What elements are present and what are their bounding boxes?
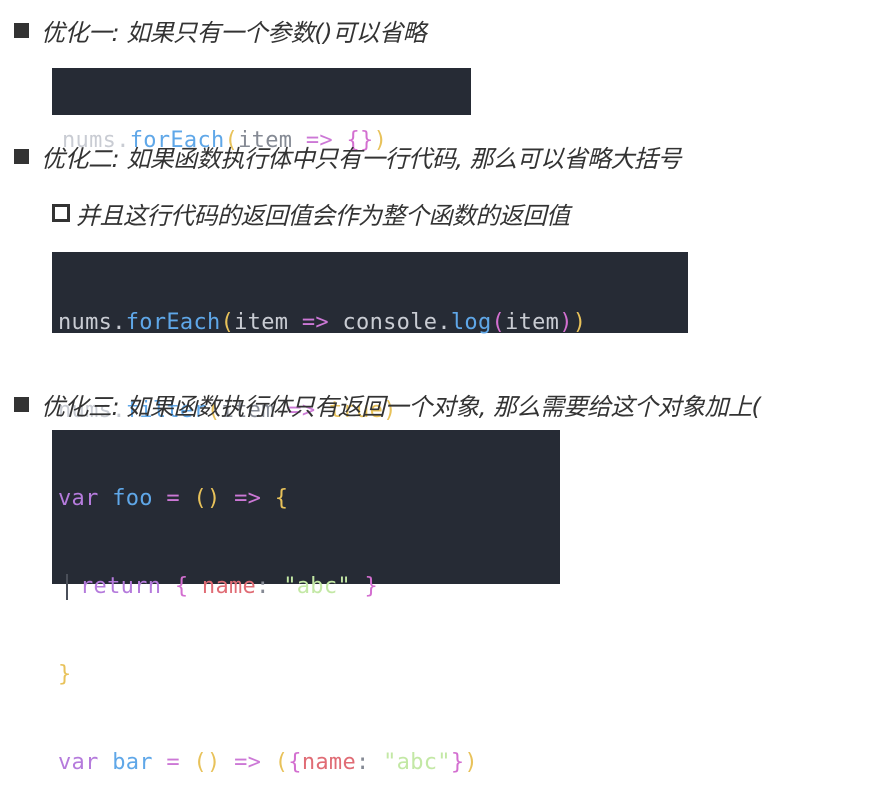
code-token: ( bbox=[220, 310, 235, 335]
code-line: return { name: "abc" } bbox=[58, 568, 560, 606]
code-token: ( bbox=[207, 398, 221, 423]
code-token bbox=[261, 480, 275, 518]
code-token: } bbox=[58, 662, 72, 687]
code-token bbox=[180, 480, 194, 518]
code-token: forEach bbox=[125, 310, 221, 335]
code-token bbox=[370, 744, 384, 782]
code-token: ) bbox=[559, 310, 573, 335]
code-token: } bbox=[364, 574, 379, 599]
code-token: item bbox=[220, 398, 275, 423]
code-token bbox=[221, 744, 235, 782]
code-token: = bbox=[166, 486, 180, 511]
code-token: nums bbox=[58, 398, 113, 423]
code-token: "abc" bbox=[283, 574, 351, 599]
code-token: { bbox=[174, 574, 189, 599]
code-token: item bbox=[234, 310, 289, 335]
code-token: item bbox=[505, 310, 560, 335]
code-token bbox=[188, 568, 202, 606]
code-line: nums.filter(item => true) bbox=[58, 392, 688, 430]
code-token: => bbox=[301, 310, 329, 335]
code-token bbox=[180, 744, 194, 782]
code-line: nums.forEach(item => {}) bbox=[62, 122, 471, 160]
code-token bbox=[153, 480, 167, 518]
code-token: ) bbox=[572, 310, 587, 335]
code-token bbox=[99, 480, 113, 518]
code-token: true bbox=[328, 398, 384, 423]
indent-guide bbox=[66, 574, 68, 600]
code-token: item bbox=[238, 128, 293, 153]
code-token: log bbox=[450, 310, 492, 335]
code-token: ( bbox=[224, 128, 239, 153]
bullet-item-3: 优化三: 如果函数执行体只有返回一个对象, 那么需要给这个对象加上( bbox=[14, 387, 761, 421]
code-token: . bbox=[116, 128, 130, 153]
code-token: nums bbox=[62, 128, 117, 153]
code-token: = bbox=[166, 750, 180, 775]
code-line: nums.forEach(item => console.log(item)) bbox=[58, 304, 688, 342]
code-token bbox=[153, 744, 167, 782]
code-block-3: var foo = () => { return { name: "abc" }… bbox=[52, 430, 560, 775]
code-token: { bbox=[274, 486, 289, 511]
bullet-text: 优化二: 如果函数执行体中只有一行代码, 那么可以省略大括号 bbox=[41, 144, 681, 173]
sub-bullet-text: 并且这行代码的返回值会作为整个函数的返回值 bbox=[76, 201, 570, 230]
code-token: ) bbox=[383, 398, 397, 423]
code-token bbox=[221, 480, 235, 518]
code-block-1: nums.forEach(item => {}) bbox=[52, 68, 471, 153]
code-line: } bbox=[58, 656, 560, 694]
code-token: } bbox=[450, 750, 465, 775]
code-token: () bbox=[193, 750, 221, 775]
code-token: . bbox=[112, 398, 126, 423]
code-line: var foo = () => { bbox=[58, 480, 560, 518]
filled-square-bullet-icon bbox=[14, 148, 29, 164]
code-token: . bbox=[437, 310, 451, 335]
code-token bbox=[270, 568, 284, 606]
code-token: { bbox=[288, 750, 302, 775]
code-token: => bbox=[305, 128, 333, 153]
code-token bbox=[351, 568, 365, 606]
code-token: {} bbox=[346, 128, 374, 153]
code-token: () bbox=[193, 486, 221, 511]
code-token: ) bbox=[373, 128, 388, 153]
hollow-square-bullet-icon bbox=[52, 204, 70, 222]
code-token: name bbox=[201, 574, 257, 599]
code-token: var bbox=[58, 486, 99, 511]
code-token: foo bbox=[112, 486, 153, 511]
code-token: return bbox=[80, 574, 162, 599]
sub-bullet-item: 并且这行代码的返回值会作为整个函数的返回值 bbox=[52, 196, 570, 230]
bullet-text: 优化三: 如果函数执行体只有返回一个对象, 那么需要给这个对象加上( bbox=[41, 392, 761, 421]
filled-square-bullet-icon bbox=[14, 22, 29, 38]
code-token: console bbox=[342, 310, 438, 335]
code-block-2: nums.forEach(item => console.log(item)) … bbox=[52, 252, 688, 423]
code-token bbox=[288, 304, 302, 342]
bullet-text: 优化一: 如果只有一个参数()可以省略 bbox=[41, 18, 426, 47]
code-token: nums bbox=[58, 310, 113, 335]
code-token: : bbox=[256, 574, 270, 599]
filled-square-bullet-icon bbox=[14, 396, 29, 412]
code-token bbox=[161, 568, 175, 606]
code-token bbox=[261, 744, 275, 782]
code-token: ( bbox=[274, 750, 289, 775]
code-token: filter bbox=[125, 398, 208, 423]
code-token bbox=[329, 304, 343, 342]
bullet-item-2: 优化二: 如果函数执行体中只有一行代码, 那么可以省略大括号 bbox=[14, 139, 681, 173]
code-line: var bar = () => ({name: "abc"}) bbox=[58, 744, 560, 782]
bullet-item-1: 优化一: 如果只有一个参数()可以省略 bbox=[14, 13, 426, 47]
code-token: "abc" bbox=[383, 750, 451, 775]
code-token: . bbox=[112, 310, 126, 335]
code-token: => bbox=[288, 398, 316, 423]
code-token: => bbox=[234, 486, 262, 511]
code-token bbox=[99, 744, 113, 782]
code-token: ( bbox=[491, 310, 506, 335]
code-token: name bbox=[301, 750, 357, 775]
code-token: : bbox=[356, 750, 370, 775]
code-token: forEach bbox=[129, 128, 225, 153]
code-token: var bbox=[58, 750, 99, 775]
code-token: bar bbox=[112, 750, 153, 775]
code-token: ) bbox=[464, 750, 478, 775]
code-token: => bbox=[234, 750, 262, 775]
